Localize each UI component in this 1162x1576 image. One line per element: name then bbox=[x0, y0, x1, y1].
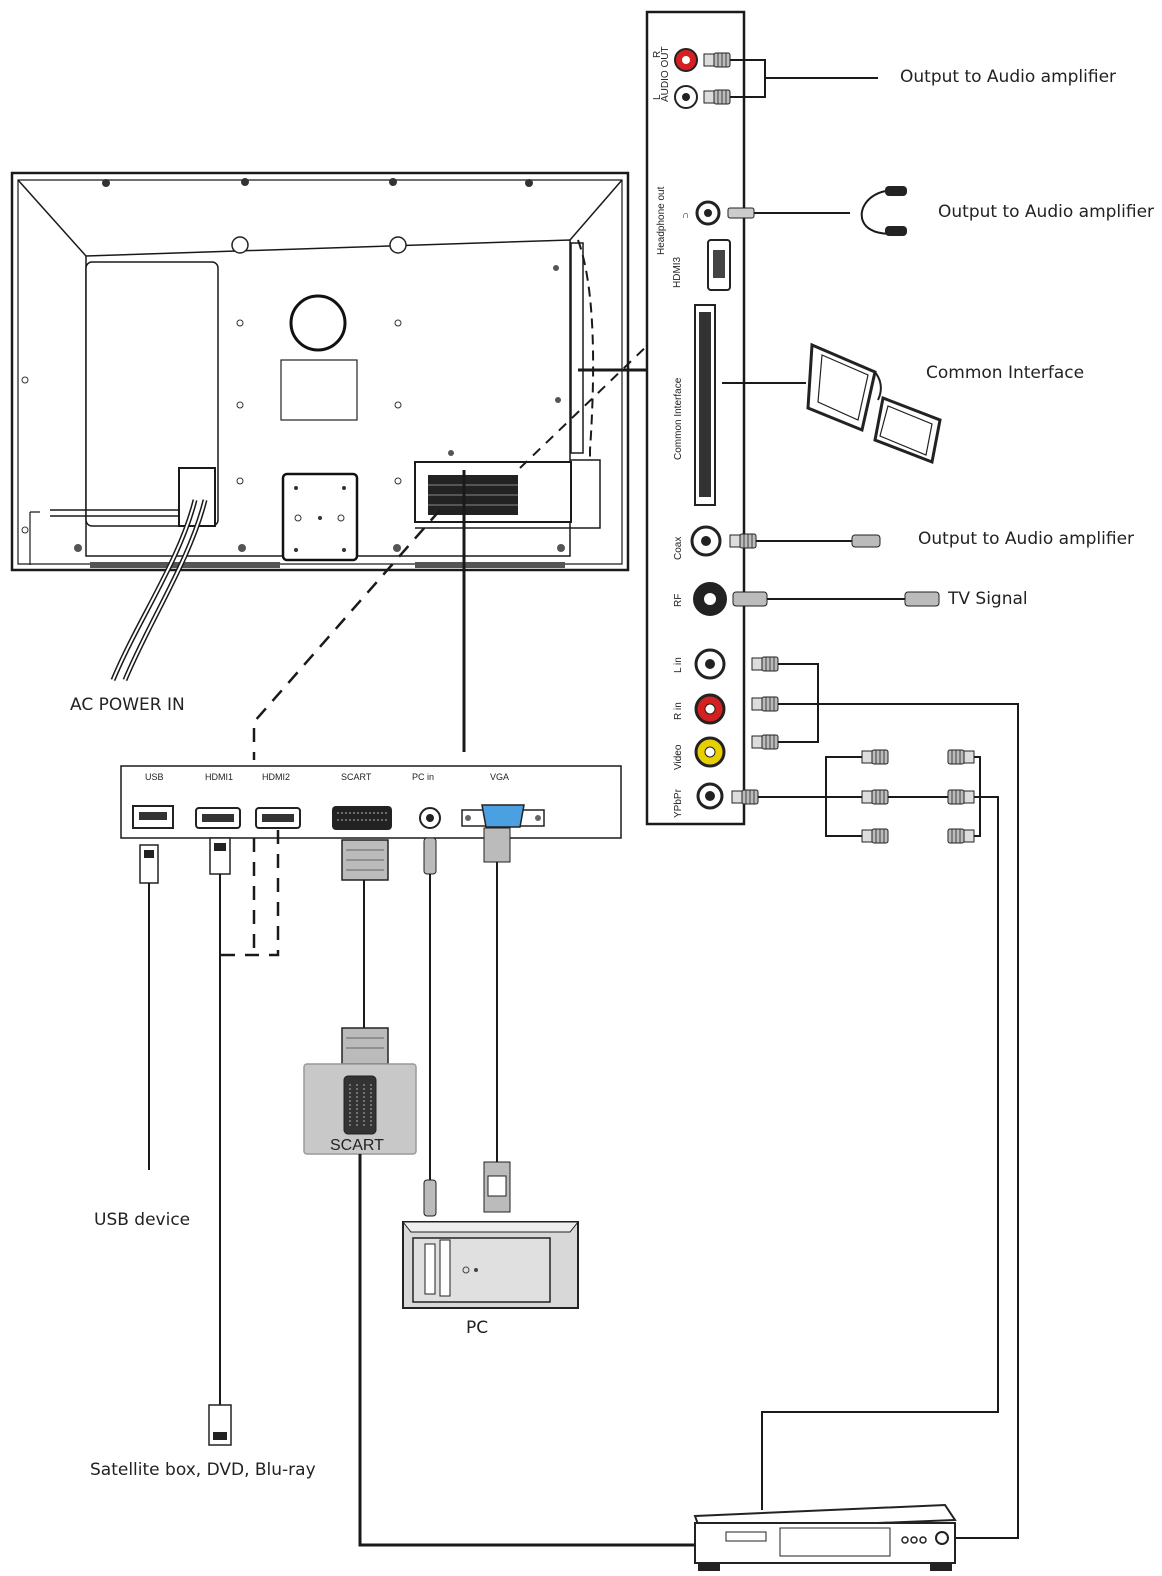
component-cables bbox=[731, 749, 999, 1510]
label-coax: Coax bbox=[673, 537, 684, 560]
bottom-panel: USB HDMI1 HDMI2 SCART PC in VGA bbox=[120, 765, 622, 839]
label-hdmi3: HDMI3 bbox=[672, 256, 683, 288]
vesa-mount bbox=[289, 294, 347, 352]
ci-card-icon bbox=[722, 342, 942, 465]
audio-out-cables bbox=[703, 52, 878, 105]
label-usb-device: USB device bbox=[94, 1210, 190, 1230]
side-panel: ∩ AUDIO OUT R L Headphone out HDMI3 Comm… bbox=[645, 10, 746, 826]
label-rf: RF bbox=[673, 594, 684, 607]
label-audio-r: R bbox=[652, 51, 663, 58]
label-audio-l: L bbox=[652, 94, 663, 100]
label-common-interface-port: Common Interface bbox=[673, 377, 684, 460]
scart-cable bbox=[341, 839, 389, 1065]
coax-cable bbox=[729, 533, 881, 549]
label-r-in: R in bbox=[673, 702, 684, 720]
label-audio-out: AUDIO OUT bbox=[660, 46, 671, 102]
label-usb-port: USB bbox=[145, 772, 164, 782]
label-audio-out-amplifier: Output to Audio amplifier bbox=[900, 67, 1116, 87]
label-pc: PC bbox=[466, 1318, 488, 1338]
svg-text:∩: ∩ bbox=[682, 210, 689, 221]
label-common-interface: Common Interface bbox=[926, 363, 1084, 383]
label-ypbpr: YPbPr bbox=[673, 788, 684, 818]
scart-to-player-cable bbox=[358, 1154, 700, 1547]
headphone-cable bbox=[727, 186, 907, 236]
label-l-in: L in bbox=[673, 657, 684, 673]
hdmi-cable bbox=[208, 837, 232, 1446]
rf-cable bbox=[732, 591, 940, 607]
label-pc-in-port: PC in bbox=[412, 772, 434, 782]
label-ac-power: AC POWER IN bbox=[70, 695, 185, 715]
label-tv-signal: TV Signal bbox=[947, 589, 1028, 609]
pc-audio-cable bbox=[423, 837, 437, 1217]
label-plate bbox=[280, 359, 358, 421]
label-satellite-box: Satellite box, DVD, Blu-ray bbox=[90, 1460, 316, 1480]
pc-tower-icon bbox=[401, 1221, 580, 1309]
vga-cable bbox=[483, 827, 511, 1213]
label-coax-amplifier: Output to Audio amplifier bbox=[918, 529, 1134, 549]
av-cables bbox=[751, 656, 1019, 1539]
usb-cable bbox=[139, 844, 159, 1170]
label-hdmi2-port: HDMI2 bbox=[262, 772, 290, 782]
label-scart-port: SCART bbox=[341, 772, 372, 782]
label-video: Video bbox=[673, 744, 684, 770]
label-headphone-out: Headphone out bbox=[656, 186, 667, 255]
label-scart-device: SCART bbox=[330, 1137, 384, 1154]
label-hdmi1-port: HDMI1 bbox=[205, 772, 233, 782]
power-socket bbox=[178, 467, 216, 527]
hdmi2-dashed-route bbox=[220, 830, 280, 957]
label-headphone-amplifier: Output to Audio amplifier bbox=[938, 202, 1154, 222]
tv-back bbox=[10, 171, 630, 572]
label-vga-port: VGA bbox=[490, 772, 509, 782]
scart-port[interactable] bbox=[332, 806, 392, 830]
dvd-player-icon bbox=[693, 1503, 957, 1571]
scart-adapter: SCART bbox=[303, 1063, 417, 1155]
tv-left-panel bbox=[85, 261, 219, 527]
